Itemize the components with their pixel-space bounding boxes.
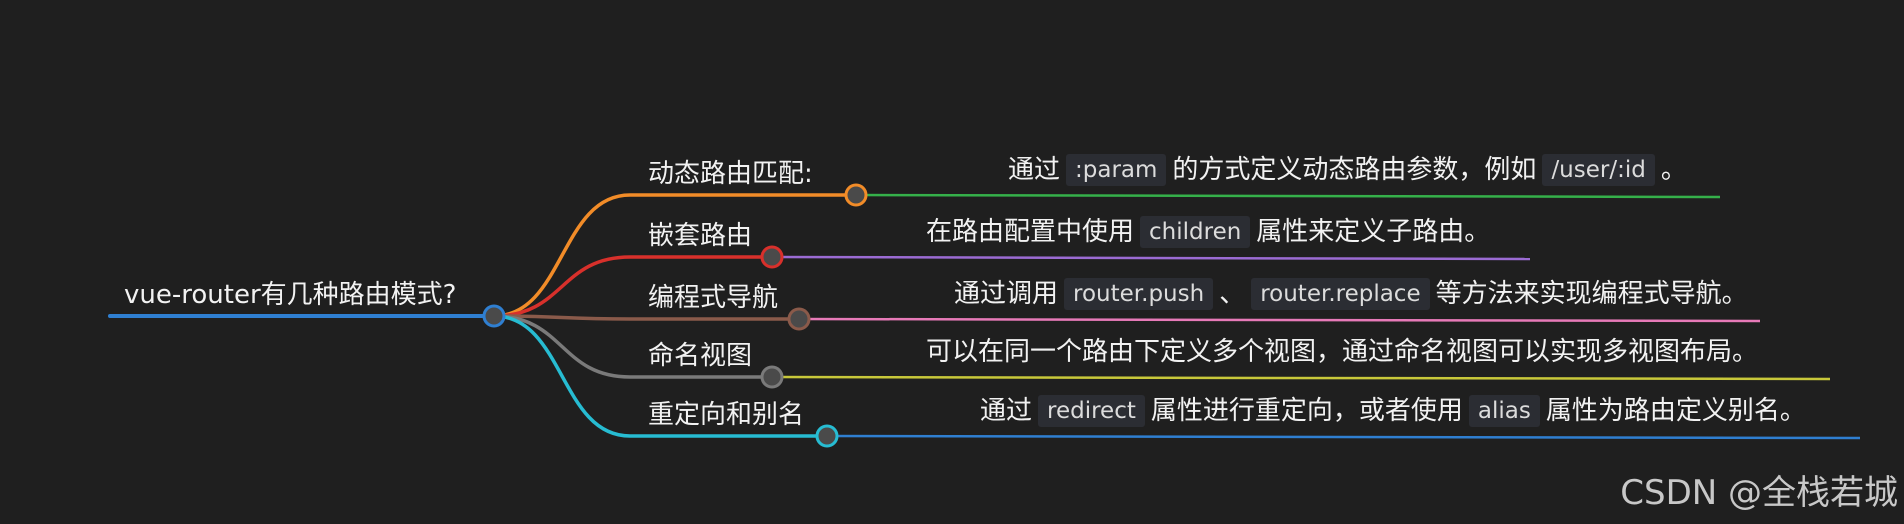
description-text: 、 [1219,279,1246,309]
branch-label: 嵌套路由 [648,221,753,251]
description-underline [771,375,1831,381]
description-text: 属性为路由定义别名。 [1545,396,1806,426]
inline-code: children [1140,216,1251,248]
description-underline [826,434,1861,440]
root-toggle-circle[interactable] [482,304,506,328]
description-underline [771,255,1531,261]
description-text: 等方法来实现编程式导航。 [1435,279,1748,309]
branch-connector [493,314,827,438]
branch-toggle-circle[interactable] [815,424,839,448]
inline-code: /user/:id [1542,154,1655,186]
watermark: CSDN @全栈若城 [1620,473,1898,513]
branch-toggle-circle[interactable] [760,245,784,269]
branch-connector [493,314,799,321]
inline-code: :param [1066,154,1167,186]
branch-toggle-circle[interactable] [760,365,784,389]
description-underline [855,193,1721,199]
branch-toggle-circle[interactable] [844,183,868,207]
branch-connector [493,255,772,318]
description-text: 在路由配置中使用 [926,217,1135,247]
root-node-label: vue-router有几种路由模式? [124,280,457,310]
description-text: 可以在同一个路由下定义多个视图，通过命名视图可以实现多视图布局。 [926,337,1759,367]
branch-connector [493,314,772,379]
description-text: 属性进行重定向，或者使用 [1150,396,1463,426]
description-text: 。 [1660,155,1687,185]
branch-toggle-circle[interactable] [787,307,811,331]
description-text: 的方式定义动态路由参数，例如 [1172,155,1537,185]
description-underline [798,317,1761,323]
description-text: 属性来定义子路由。 [1256,217,1491,247]
description-text: 通过调用 [954,279,1059,309]
inline-code: router.replace [1251,278,1430,310]
inline-code: router.push [1064,278,1214,310]
branch-label: 编程式导航 [648,283,779,313]
branch-connector [493,193,856,318]
description-text: 通过 [1008,155,1061,185]
description-text: 通过 [980,396,1033,426]
branch-description: 可以在同一个路由下定义多个视图，通过命名视图可以实现多视图布局。 [926,335,1758,369]
inline-code: alias [1468,395,1540,427]
branch-label: 动态路由匹配: [648,159,813,189]
inline-code: redirect [1038,395,1145,427]
branch-label: 命名视图 [648,341,753,371]
branch-label: 重定向和别名 [648,400,805,430]
